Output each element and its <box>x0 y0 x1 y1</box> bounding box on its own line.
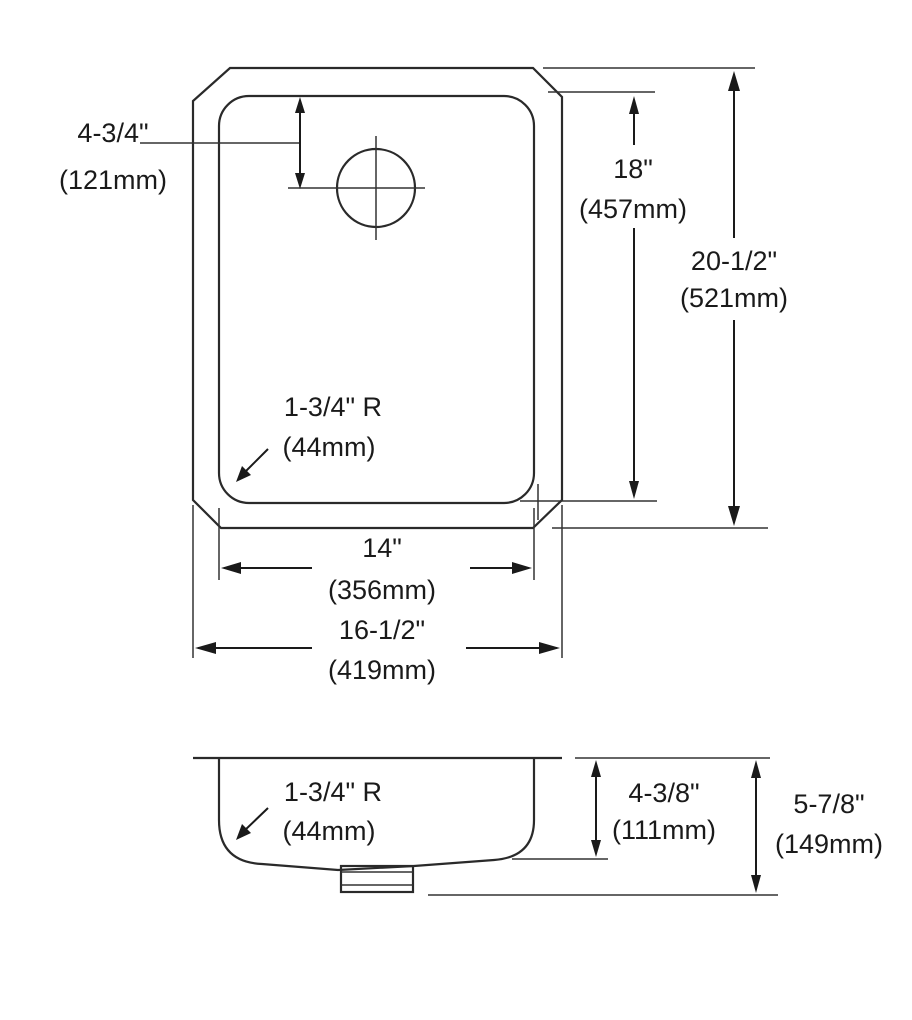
bowl-width-metric: (356mm) <box>328 575 436 605</box>
overall-width-dimension: 16-1/2" (419mm) <box>192 505 563 685</box>
top-view: 4-3/4" (121mm) 18" (457mm) 20-1/2" (521m… <box>59 66 788 685</box>
top-corner-radius-callout: 1-3/4" R (44mm) <box>236 392 382 482</box>
overall-depth-metric: (149mm) <box>775 829 883 859</box>
side-view: 1-3/4" R (44mm) 4-3/8" (111mm) 5-7/8" (1… <box>193 756 883 896</box>
side-drain-icon <box>339 864 415 894</box>
drain-offset-dimension: 4-3/4" (121mm) <box>59 97 305 195</box>
drain-offset-imperial: 4-3/4" <box>77 118 148 148</box>
bowl-width-imperial: 14" <box>362 533 402 563</box>
drain-icon <box>288 136 425 240</box>
sink-bowl <box>217 94 536 505</box>
bowl-length-imperial: 18" <box>613 154 653 184</box>
side-corner-radius-imperial: 1-3/4" R <box>284 777 382 807</box>
overall-length-dimension: 20-1/2" (521mm) <box>543 67 788 529</box>
overall-width-metric: (419mm) <box>328 655 436 685</box>
bowl-depth-dimension: 4-3/8" (111mm) <box>512 757 770 860</box>
overall-width-imperial: 16-1/2" <box>339 615 425 645</box>
overall-depth-imperial: 5-7/8" <box>793 789 864 819</box>
sink-outer-rim <box>191 66 564 530</box>
top-corner-radius-imperial: 1-3/4" R <box>284 392 382 422</box>
bowl-length-dimension: 18" (457mm) <box>520 91 687 520</box>
drain-offset-metric: (121mm) <box>59 165 167 195</box>
bowl-length-metric: (457mm) <box>579 194 687 224</box>
bowl-width-dimension: 14" (356mm) <box>218 508 535 605</box>
side-corner-radius-callout: 1-3/4" R (44mm) <box>236 777 382 846</box>
overall-length-imperial: 20-1/2" <box>691 246 777 276</box>
top-corner-radius-metric: (44mm) <box>283 432 376 462</box>
overall-length-metric: (521mm) <box>680 283 788 313</box>
overall-depth-dimension: 5-7/8" (149mm) <box>428 760 883 896</box>
bowl-depth-imperial: 4-3/8" <box>628 778 699 808</box>
side-bowl-profile <box>217 758 536 872</box>
side-corner-radius-metric: (44mm) <box>283 816 376 846</box>
bowl-depth-metric: (111mm) <box>612 815 716 845</box>
